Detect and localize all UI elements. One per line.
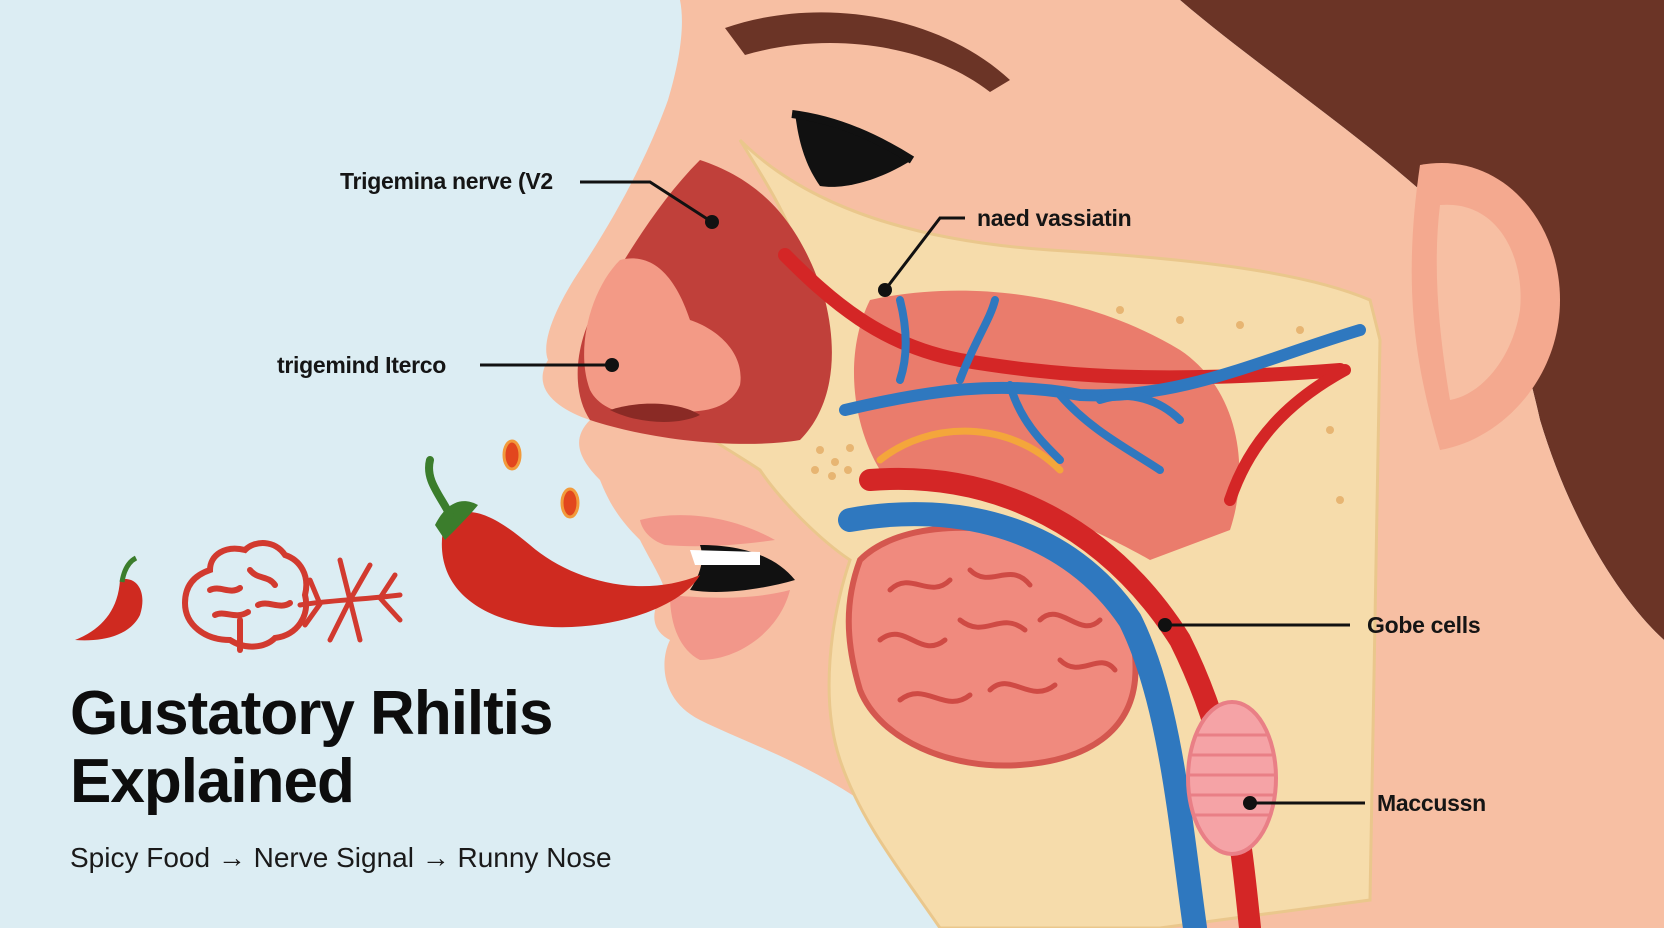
nasal-turbinate — [584, 258, 741, 414]
veins — [838, 296, 1366, 928]
chili-pepper-icon — [425, 456, 700, 628]
title-line-2: Explained — [70, 747, 355, 816]
subtitle: Spicy Food → Nerve Signal → Runny Nose — [70, 842, 612, 873]
mucus-gland — [1186, 700, 1278, 856]
upper-lip — [640, 515, 775, 547]
teeth — [690, 550, 760, 565]
hair — [1180, 0, 1664, 640]
nostril — [610, 403, 700, 422]
bone-dots — [811, 306, 1344, 504]
leader-lines — [480, 180, 1365, 805]
page-title: Gustatory Rhiltis Explained — [70, 679, 554, 816]
eyelid — [791, 110, 915, 164]
eyebrow — [725, 12, 1010, 93]
eye — [795, 112, 912, 187]
tongue-texture — [877, 567, 1118, 704]
label-nasal-vasodilation: naed vassiatin — [977, 205, 1132, 231]
leader-dots — [605, 215, 1257, 810]
label-trigeminal-receptor: trigemind Iterco — [277, 352, 447, 378]
small-chili-icon — [75, 555, 143, 641]
title-line-1: Gustatory Rhiltis — [70, 679, 554, 748]
spice-drops — [502, 439, 580, 519]
brain-icon — [181, 540, 310, 653]
label-mucus: Maccussn — [1377, 790, 1486, 816]
label-goblet-cells: Gobe cells — [1367, 612, 1481, 638]
nerve-icon — [297, 557, 403, 643]
ear-inner — [1436, 204, 1521, 400]
label-trigeminal-v2: Trigemina nerve (V2 — [340, 168, 553, 194]
lower-lip — [670, 590, 790, 660]
nerve-orange — [876, 427, 1064, 474]
